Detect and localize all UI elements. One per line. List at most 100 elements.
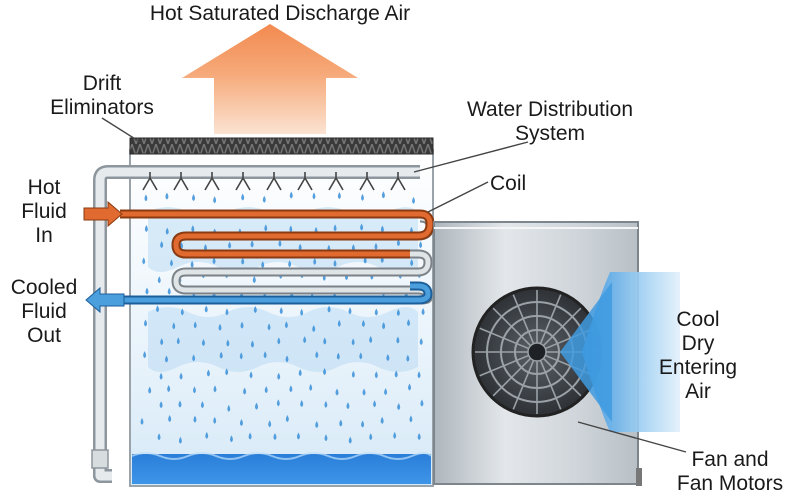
water-drop-icon <box>178 400 182 408</box>
water-drop-icon <box>315 351 319 359</box>
water-drop-icon <box>250 340 254 348</box>
spray-nozzles <box>142 172 406 191</box>
water-drop-icon <box>285 415 289 423</box>
water-drop-icon <box>419 241 423 249</box>
water-drop-icon <box>192 194 196 202</box>
water-drop-icon <box>225 368 229 376</box>
spray-nozzle-icon <box>390 172 406 191</box>
water-drop-icon <box>278 239 282 247</box>
water-drop-icon <box>145 287 149 295</box>
svg-text:Air: Air <box>685 380 711 403</box>
water-drop-icon <box>303 336 307 344</box>
water-drop-icon <box>406 354 410 362</box>
water-drop-icon <box>298 243 302 251</box>
discharge-air-label: Hot Saturated Discharge Air <box>150 2 410 25</box>
water-drop-icon <box>180 308 184 316</box>
water-drop-icon <box>165 227 169 235</box>
water-drop-icon <box>249 371 253 379</box>
fan-grille-spoke <box>542 357 582 397</box>
water-drop-icon <box>361 320 365 328</box>
water-drop-icon <box>360 223 364 231</box>
water-drop-icon <box>219 351 223 359</box>
cooled-fluid-out-arrow <box>85 286 125 314</box>
coil <box>120 209 435 305</box>
water-drop-icon <box>156 305 160 313</box>
water-drop-icon <box>346 402 350 410</box>
water-drop-icon <box>206 369 210 377</box>
water-drop-icon <box>417 371 421 379</box>
spray-nozzle-icon <box>328 172 344 191</box>
svg-text:Fluid: Fluid <box>21 200 67 223</box>
water-drop-icon <box>335 388 339 396</box>
water-drop-icon <box>201 338 205 346</box>
water-drop-icon <box>148 386 152 394</box>
water-drop-icon <box>351 338 355 346</box>
water-drop-icon <box>380 416 384 424</box>
cool-dry-air-label: Cool Dry Entering Air <box>659 308 737 403</box>
water-drop-icon <box>213 196 217 204</box>
fan-grille-spoke <box>539 294 562 344</box>
water-drop-icon <box>229 435 233 443</box>
water-drop-icon <box>252 275 256 283</box>
water-drop-icon <box>264 224 268 232</box>
water-drop-icon <box>351 370 355 378</box>
water-drop-icon <box>300 308 304 316</box>
water-drop-icon <box>393 431 397 439</box>
spray-nozzle-icon <box>359 172 375 191</box>
water-drop-icon <box>255 402 259 410</box>
water-drop-icon <box>204 305 208 313</box>
cooled-fluid-out-label: Cooled Fluid Out <box>11 276 78 347</box>
water-drop-icon <box>369 335 373 343</box>
water-drop-icon <box>380 225 384 233</box>
water-drop-icon <box>243 387 247 395</box>
water-drop-icon <box>312 324 316 332</box>
water-drop-icon <box>384 388 388 396</box>
water-drop-icon <box>324 434 328 442</box>
water-drop-icon <box>300 399 304 407</box>
water-drop-icon <box>268 420 272 428</box>
water-drop-icon <box>327 305 331 313</box>
fan-grille-spoke <box>539 360 562 410</box>
svg-text:Eliminators: Eliminators <box>50 96 154 119</box>
fan-grille-spoke <box>542 307 582 347</box>
water-drop-icon <box>419 338 423 346</box>
water-drop-icon <box>337 319 341 327</box>
water-drop-icon <box>218 323 222 331</box>
water-drop-icon <box>204 244 208 252</box>
water-drop-icon <box>276 399 280 407</box>
svg-text:System: System <box>515 122 585 145</box>
water-drop-icon <box>360 193 364 201</box>
water-drop-icon <box>279 307 283 315</box>
water-drop-icon <box>239 352 243 360</box>
water-drop-icon <box>374 242 378 250</box>
water-drop-icon <box>323 337 327 345</box>
drift-eliminators <box>129 137 434 155</box>
water-drop-icon <box>284 321 288 329</box>
water-drop-icon <box>409 415 413 423</box>
water-drop-icon <box>381 191 385 199</box>
water-drop-icon <box>309 383 313 391</box>
water-drop-icon <box>239 419 243 427</box>
water-drop-icon <box>417 432 421 440</box>
water-drop-icon <box>160 338 164 346</box>
water-drop-icon <box>178 436 182 444</box>
tower-body <box>129 149 434 487</box>
water-drop-icon <box>264 386 268 394</box>
water-drop-icon <box>396 336 400 344</box>
fan-grille-spoke <box>479 354 529 377</box>
water-distribution-pipe <box>91 165 420 483</box>
water-drop-icon <box>333 224 337 232</box>
spray-nozzle-icon <box>142 172 158 191</box>
water-drop-icon <box>190 260 194 268</box>
svg-text:Fluid: Fluid <box>21 300 67 323</box>
water-drop-icon <box>421 307 425 315</box>
water-drop-icon <box>228 241 232 249</box>
water-drop-icon <box>142 257 146 265</box>
coil-label: Coil <box>490 172 526 195</box>
water-drop-icon <box>157 433 161 441</box>
svg-text:Entering: Entering <box>659 356 737 379</box>
svg-text:In: In <box>35 224 53 247</box>
water-drop-icon <box>262 195 266 203</box>
water-drop-icon <box>167 287 171 295</box>
spray-nozzle-icon <box>266 172 282 191</box>
